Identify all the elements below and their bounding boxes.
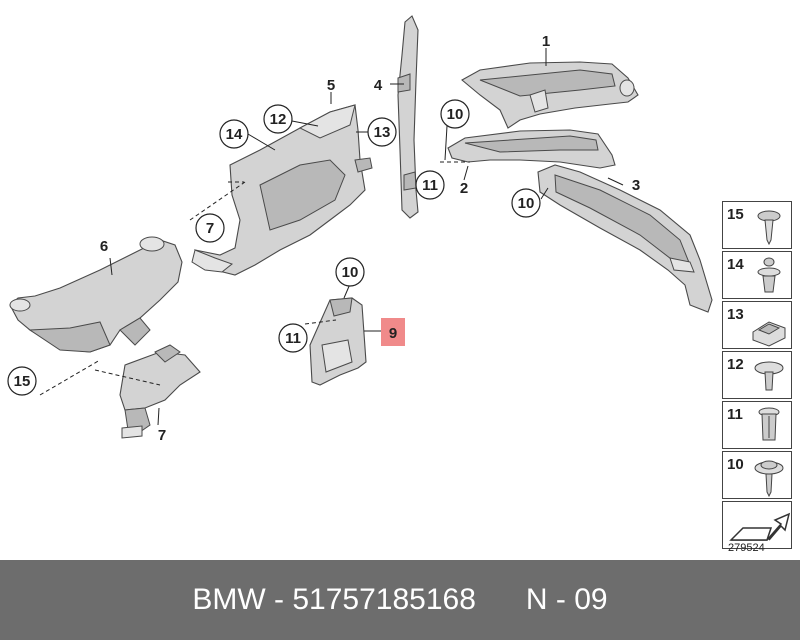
svg-text:10: 10 xyxy=(518,195,535,212)
footer-separator: - xyxy=(265,583,293,616)
part-9-air-duct xyxy=(309,297,367,386)
arrow-icon xyxy=(729,512,791,541)
part-3-diagonal-rail xyxy=(537,164,713,313)
part-5-upper-shield xyxy=(191,104,373,276)
flange-screw-icon xyxy=(754,460,784,498)
svg-text:9: 9 xyxy=(389,325,397,342)
callout-4: 4 xyxy=(374,77,383,94)
callout-6: 6 xyxy=(100,238,108,255)
svg-text:10: 10 xyxy=(342,264,359,281)
svg-text:2: 2 xyxy=(460,180,468,197)
callout-10-right: 10 xyxy=(511,188,541,218)
fastener-legend: 15 14 13 12 11 1 xyxy=(722,201,792,551)
callout-15-left: 15 xyxy=(7,366,37,396)
expanding-nut-icon xyxy=(758,407,780,441)
svg-text:6: 6 xyxy=(100,238,108,255)
leader-lines xyxy=(39,48,624,426)
svg-text:14: 14 xyxy=(226,126,243,143)
part-6-shield xyxy=(9,236,183,353)
callout-7-upper: 7 xyxy=(195,213,225,243)
callout-12: 12 xyxy=(263,104,293,134)
legend-item-11: 11 xyxy=(722,401,792,449)
svg-text:10: 10 xyxy=(447,106,464,123)
svg-text:12: 12 xyxy=(270,111,287,128)
svg-text:11: 11 xyxy=(422,177,438,194)
callout-1: 1 xyxy=(542,33,550,50)
legend-item-14: 14 xyxy=(722,251,792,299)
footer-gap xyxy=(476,583,526,617)
legend-item-15: 15 xyxy=(722,201,792,249)
footer-brand: BMW xyxy=(192,583,266,616)
expanding-rivet-icon xyxy=(757,257,781,293)
part-1-upper-seal xyxy=(461,61,639,129)
callout-11-top: 11 xyxy=(415,170,445,200)
diagram-reference-code: 279524 xyxy=(728,542,765,554)
svg-text:13: 13 xyxy=(374,124,391,141)
callout-10-top: 10 xyxy=(440,99,470,129)
exploded-parts-diagram: 1 5 4 2 3 6 7 12 14 13 7 15 10 11 10 10 xyxy=(7,15,713,444)
svg-text:3: 3 xyxy=(632,177,640,194)
clip-nut-icon xyxy=(752,321,786,347)
svg-text:7: 7 xyxy=(158,427,166,444)
legend-item-10: 10 xyxy=(722,451,792,499)
push-rivet-icon xyxy=(754,361,784,391)
svg-text:4: 4 xyxy=(374,77,383,94)
callout-2: 2 xyxy=(460,180,468,197)
footer-bar: BMW - 51757185168 N - 09 xyxy=(0,560,800,640)
footer-position: N - 09 xyxy=(525,583,608,616)
svg-text:5: 5 xyxy=(327,77,335,94)
callout-5: 5 xyxy=(327,77,335,94)
callout-3: 3 xyxy=(632,177,640,194)
callout-7-lower: 7 xyxy=(158,427,166,444)
legend-item-13: 13 xyxy=(722,301,792,349)
footer-part-number: 51757185168 xyxy=(292,583,476,616)
screw-icon xyxy=(757,210,781,246)
part-4-vertical-strip xyxy=(397,15,419,219)
part-2-middle-seal xyxy=(447,129,616,169)
svg-text:15: 15 xyxy=(14,373,31,390)
svg-text:1: 1 xyxy=(542,33,550,50)
callout-11-duct: 11 xyxy=(278,323,308,353)
svg-text:11: 11 xyxy=(285,330,301,347)
callout-13: 13 xyxy=(367,117,397,147)
highlight-box xyxy=(381,318,405,346)
part-7-lower-bracket xyxy=(119,344,201,439)
legend-item-12: 12 xyxy=(722,351,792,399)
callout-14: 14 xyxy=(219,119,249,149)
callout-9-highlight: 9 xyxy=(381,318,405,346)
legend-item-arrow xyxy=(722,501,792,549)
svg-text:7: 7 xyxy=(206,220,214,237)
callout-10-duct: 10 xyxy=(335,257,365,287)
